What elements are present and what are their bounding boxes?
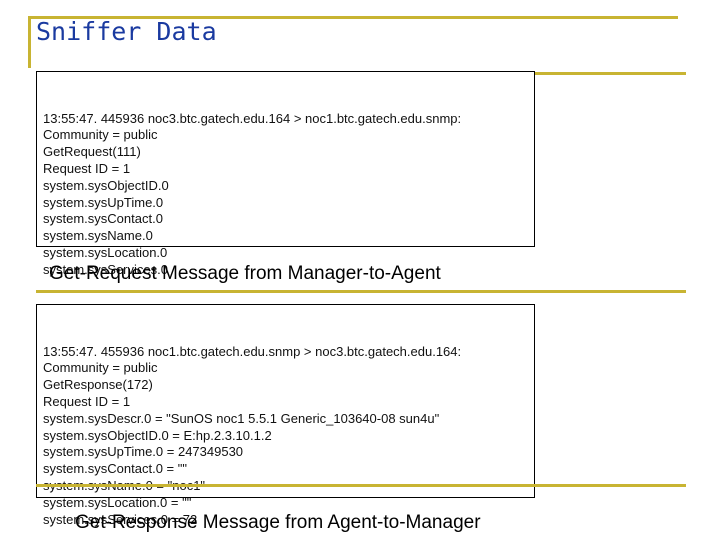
response-caption: Get-Response Message from Agent-to-Manag… [75, 512, 481, 533]
response-line: system.sysContact.0 = "" [43, 461, 187, 477]
request-line: system.sysName.0 [43, 228, 153, 244]
response-line: system.sysServices.0 = 72 [43, 511, 198, 527]
request-caption: Get-Request Message from Manager-to-Agen… [49, 263, 441, 284]
response-line: Request ID = 1 [43, 393, 131, 409]
response-line: GetResponse(172) [43, 377, 153, 393]
request-line: Request ID = 1 [43, 160, 131, 176]
response-line: system.sysLocation.0 = "" [43, 494, 192, 510]
title-accent-bar-left [28, 16, 31, 68]
slide-title: Sniffer Data [36, 17, 217, 46]
request-line: system.sysLocation.0 [43, 244, 168, 260]
response-line: Community = public [43, 360, 158, 376]
request-line: system.sysServices.0 [43, 261, 168, 277]
response-line: system.sysObjectID.0 = E:hp.2.3.10.1.2 [43, 427, 272, 443]
response-line: 13:55:47. 455936 noc1.btc.gatech.edu.snm… [43, 343, 462, 359]
request-line: system.sysContact.0 [43, 211, 163, 227]
response-code-box: 13:55:47. 455936 noc1.btc.gatech.edu.snm… [36, 304, 535, 527]
request-line: system.sysObjectID.0 [43, 177, 169, 193]
divider-middle [36, 290, 686, 293]
request-line: GetRequest(111) [43, 144, 141, 160]
request-line: Community = public [43, 127, 158, 143]
divider-bottom [36, 484, 686, 487]
response-line: system.sysUpTime.0 = 247349530 [43, 444, 244, 460]
response-line: system.sysDescr.0 = "SunOS noc1 5.5.1 Ge… [43, 410, 440, 426]
request-line: 13:55:47. 445936 noc3.btc.gatech.edu.164… [43, 110, 462, 126]
title-accent-bar [28, 16, 678, 19]
request-line: system.sysUpTime.0 [43, 194, 164, 210]
request-code-box: 13:55:47. 445936 noc3.btc.gatech.edu.164… [36, 71, 535, 277]
